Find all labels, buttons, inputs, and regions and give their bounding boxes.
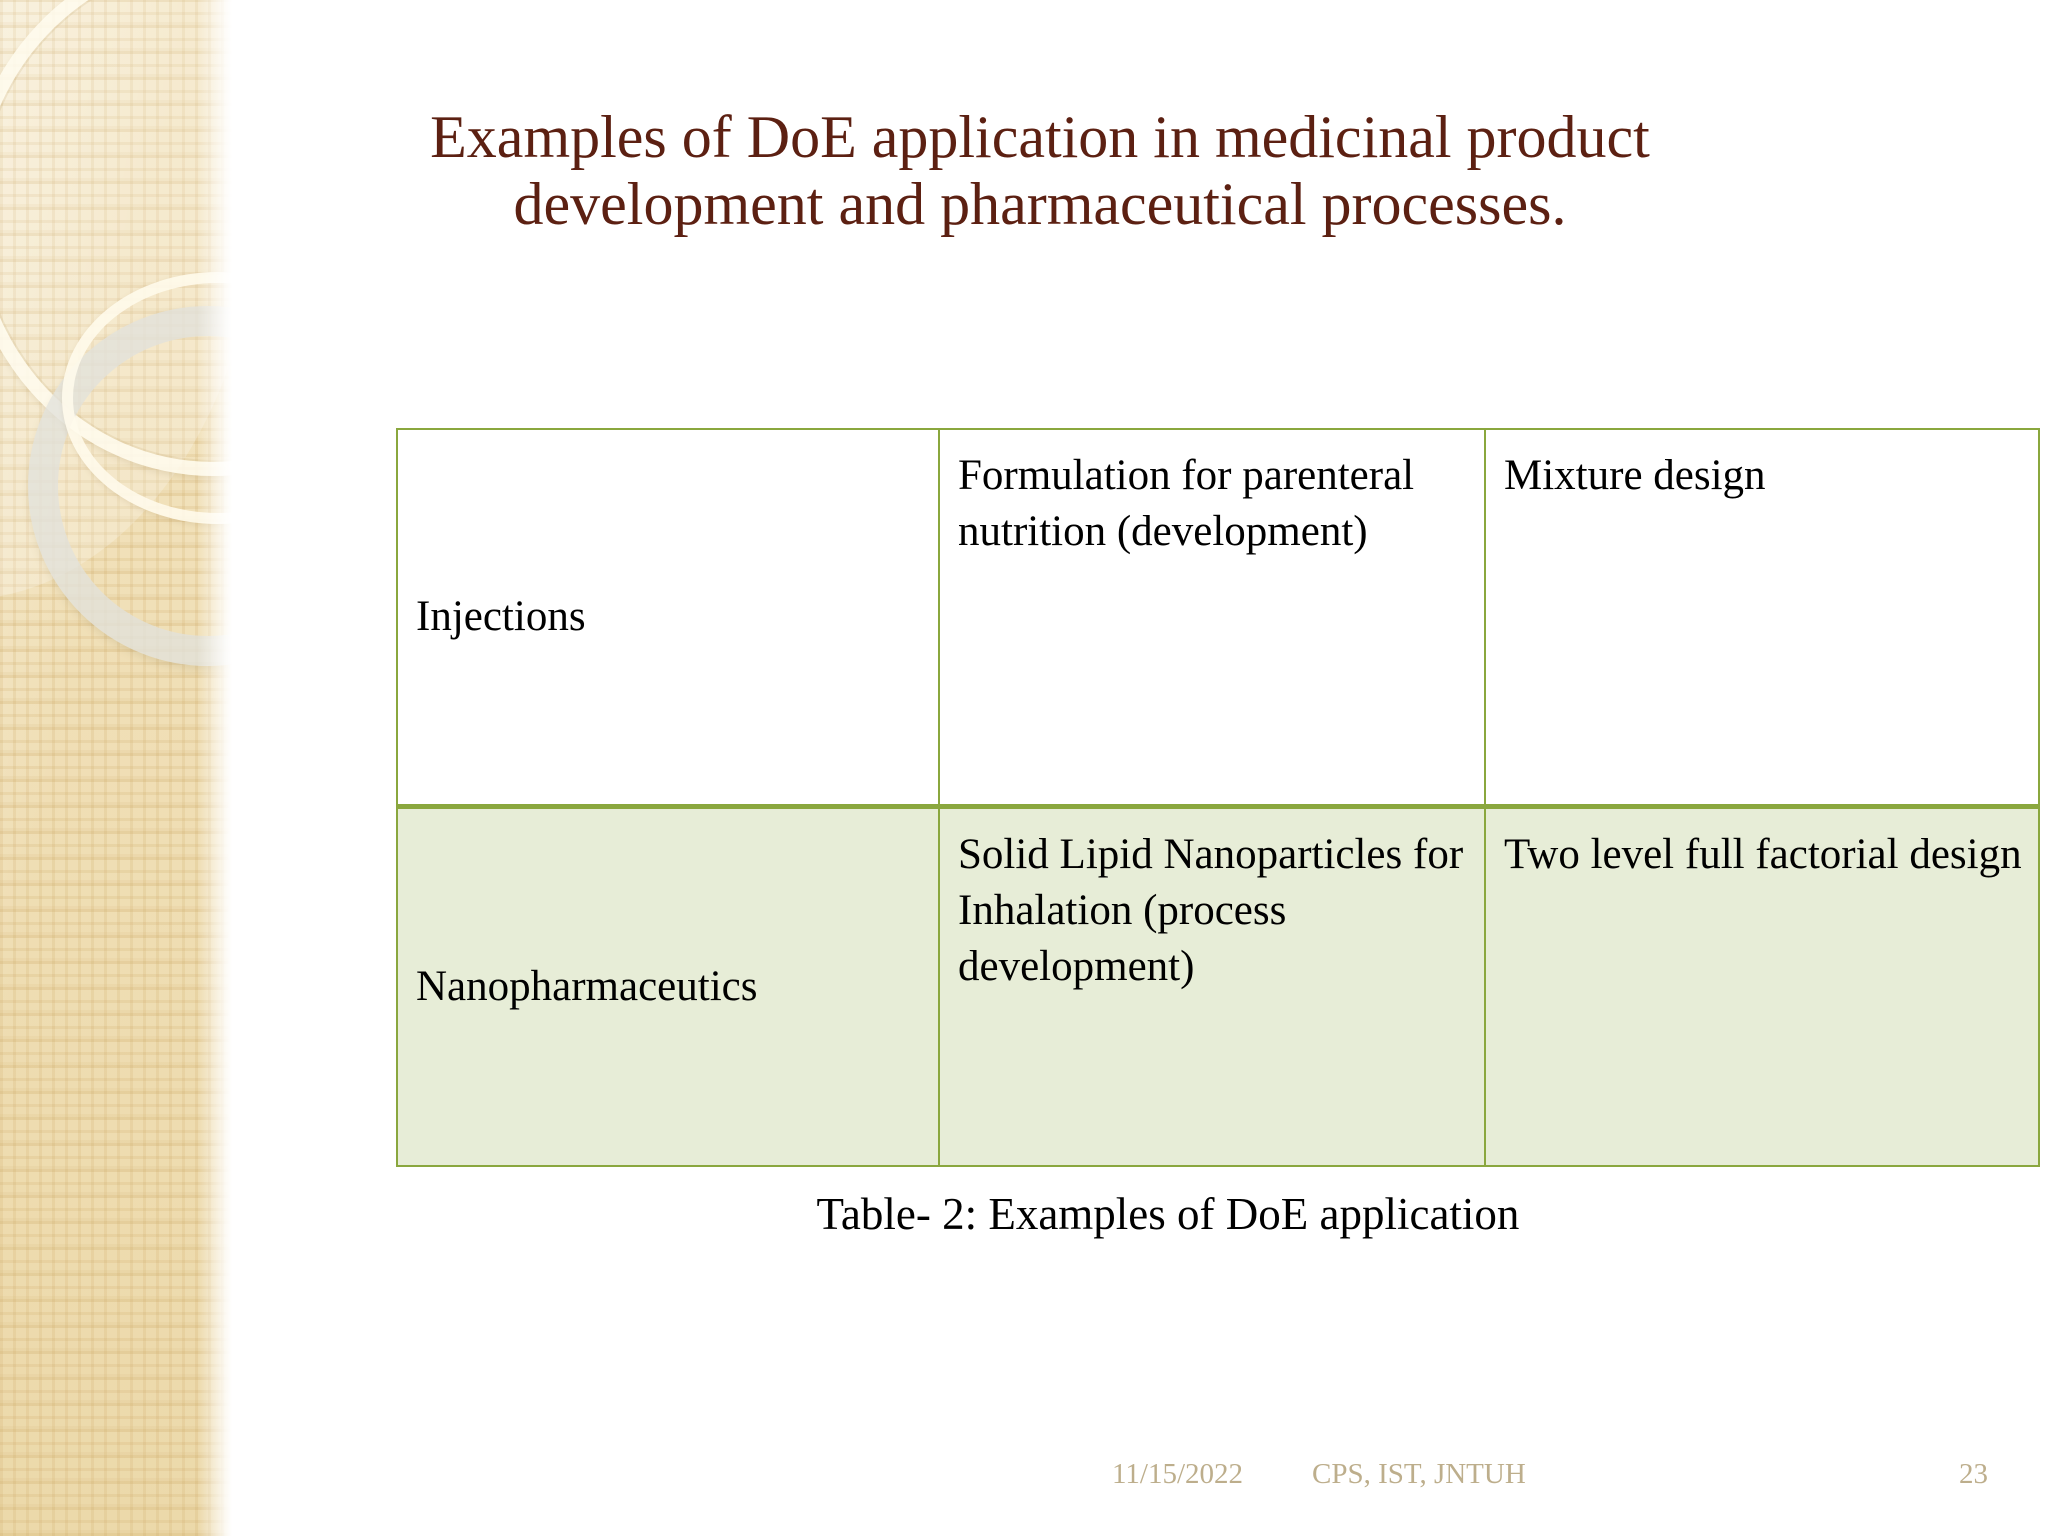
table-cell-application: Solid Lipid Nanoparticles for Inhalation…: [938, 804, 1486, 1167]
slide-number: 23: [1959, 1458, 1988, 1490]
footer-organization: CPS, IST, JNTUH: [1312, 1458, 1526, 1490]
table-cell-design: Two level full factorial design: [1484, 804, 2040, 1167]
table-cell-application: Formulation for parenteral nutrition (de…: [938, 428, 1486, 808]
footer-date: 11/15/2022: [1112, 1458, 1244, 1490]
table-cell-design: Mixture design: [1484, 428, 2040, 808]
table-row: Injections Formulation for parenteral nu…: [396, 428, 2040, 808]
table-caption: Table- 2: Examples of DoE application: [816, 1189, 1520, 1239]
table-cell-category: Nanopharmaceutics: [396, 804, 940, 1167]
band-edge-fade: [198, 0, 232, 1536]
decorative-left-band: [0, 0, 232, 1536]
table-cell-category: Injections: [396, 428, 940, 808]
slide-title: Examples of DoE application in medicinal…: [430, 104, 1650, 238]
table-row: Nanopharmaceutics Solid Lipid Nanopartic…: [396, 804, 2040, 1167]
slide-footer: 11/15/2022 CPS, IST, JNTUH 23: [232, 1458, 2048, 1506]
doe-examples-table: Injections Formulation for parenteral nu…: [396, 428, 2040, 1167]
